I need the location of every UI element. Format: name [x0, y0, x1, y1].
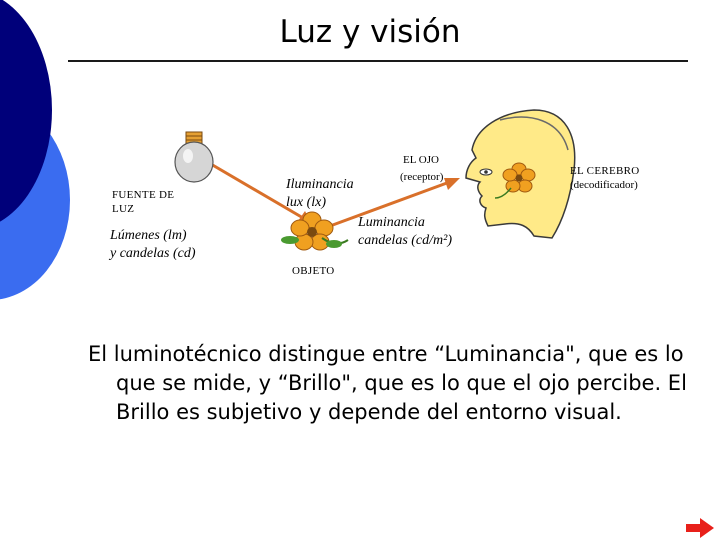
brain-label: EL CEREBRO	[570, 165, 640, 177]
luminance-label: Luminancia candelas (cd/m²)	[358, 214, 452, 250]
illuminance-label: Iluminancia lux (lx)	[286, 176, 354, 212]
source-label-line2: LUZ	[112, 203, 135, 215]
illuminance-line2: lux (lx)	[286, 195, 327, 210]
slide-body-text: El luminotécnico distingue entre “Lumina…	[88, 342, 687, 424]
flower-icon	[281, 211, 349, 251]
luminance-line1: Luminancia	[358, 215, 425, 230]
illuminance-line1: Iluminancia	[286, 177, 354, 192]
ray-arrowhead-eye	[444, 178, 460, 190]
source-units-line2: y candelas (cd)	[110, 246, 196, 261]
brain-sublabel: (decodificador)	[570, 179, 638, 191]
title-divider	[68, 60, 688, 62]
corner-decoration	[0, 0, 70, 300]
ray-object-to-eye	[329, 178, 456, 228]
vision-diagram	[174, 109, 576, 251]
slide-title: Luz y visión	[279, 14, 461, 50]
source-units-line1: Lúmenes (lm)	[110, 228, 187, 243]
source-label-line1: FUENTE DE	[112, 189, 175, 201]
source-label: FUENTE DE LUZ	[112, 188, 174, 216]
luminance-line2: candelas (cd/m²)	[358, 233, 453, 248]
object-label: OBJETO	[292, 265, 335, 277]
eye-label: EL OJO	[403, 154, 439, 166]
light-bulb-icon	[174, 131, 214, 183]
next-arrow-icon[interactable]	[686, 518, 714, 538]
source-units: Lúmenes (lm) y candelas (cd)	[110, 227, 196, 263]
eye-sublabel: (receptor)	[400, 171, 444, 183]
ray-source-to-object	[203, 158, 311, 224]
flower-icon	[494, 162, 536, 199]
